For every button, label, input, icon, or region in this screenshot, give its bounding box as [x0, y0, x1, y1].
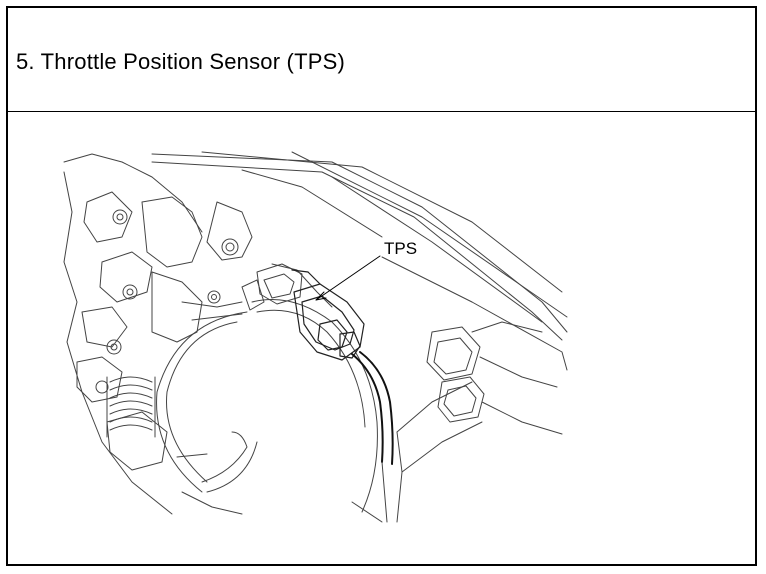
tps-connector: [291, 269, 365, 361]
header-cell: 5. Throttle Position Sensor (TPS): [8, 8, 755, 112]
illustration-panel: TPS: [8, 112, 755, 564]
throttle-return-spring: [106, 376, 156, 438]
tps-callout-label: TPS: [384, 239, 417, 258]
page-title: 5. Throttle Position Sensor (TPS): [16, 49, 345, 74]
tps-mount-bracket: [241, 263, 333, 311]
throttle-body-diagram: TPS: [63, 151, 568, 523]
throttle-bore: [156, 299, 378, 513]
hose-fittings: [396, 321, 563, 523]
procedure-box: 5. Throttle Position Sensor (TPS): [6, 6, 757, 566]
engine-block-outline: [63, 153, 253, 515]
wiring-harness: [351, 351, 394, 465]
tps-callout-leader: [315, 255, 381, 301]
bolt-heads: [95, 209, 239, 394]
frame-rail-lines: [151, 151, 568, 371]
lower-housing: [176, 453, 388, 523]
